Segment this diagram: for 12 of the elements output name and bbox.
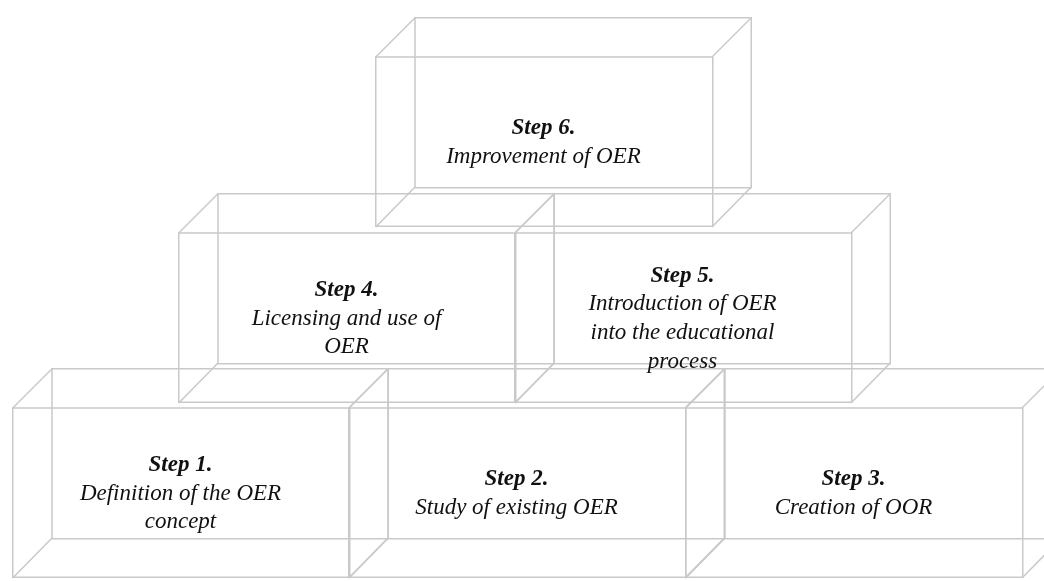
step-title: Step 1. [148,449,213,478]
step-description: Study of existing OER [415,493,618,521]
step-title: Step 6. [511,113,576,142]
step-description: Definition of the OER concept [78,478,283,536]
step-description: Licensing and use of OER [250,303,445,361]
step-description: Creation of OOR [774,493,933,521]
step-title: Step 3. [821,464,886,493]
step-description: Improvement of OER [446,142,641,170]
step-title: Step 2. [484,464,549,493]
step-title: Step 5. [650,260,715,289]
step-description: Introduction of OER into the educational process [587,289,778,375]
step-title: Step 4. [314,274,379,303]
